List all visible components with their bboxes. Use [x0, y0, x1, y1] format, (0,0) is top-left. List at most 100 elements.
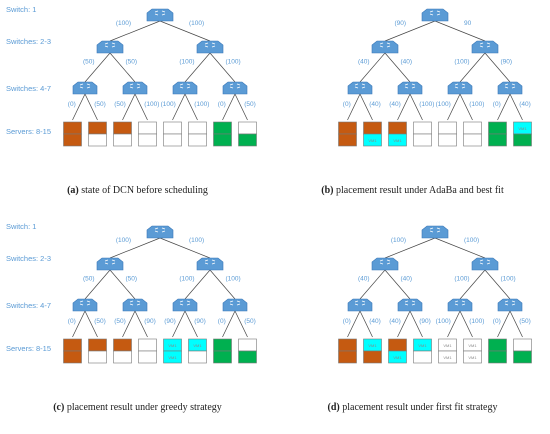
server-slot-top [413, 121, 432, 135]
bandwidth-label: (0) [493, 101, 501, 108]
server-icon [213, 338, 232, 364]
bandwidth-label: (50) [126, 59, 138, 66]
server-slot-bottom [163, 350, 182, 364]
link-agg-edge [459, 52, 486, 83]
server-slot-bottom [363, 350, 382, 364]
server-icon [338, 121, 357, 147]
link-edge-server [509, 310, 523, 338]
switch-icon [371, 40, 399, 54]
server-icon [88, 338, 107, 364]
server-slot-bottom [113, 133, 132, 147]
server-icon [338, 338, 357, 364]
bandwidth-label: (50) [114, 101, 126, 108]
link-agg-edge [184, 269, 211, 300]
bandwidth-label: (100) [469, 318, 484, 325]
server-slot-bottom [363, 133, 382, 147]
bandwidth-label: (0) [343, 318, 351, 325]
link-edge-server [234, 93, 248, 121]
server-slot-top [213, 121, 232, 135]
slot-label: VM1 [368, 343, 377, 348]
panel-caption: (b) placement result under AdaBa and bes… [321, 185, 504, 196]
switch-icon [96, 40, 124, 54]
server-slot-bottom [213, 133, 232, 147]
server-slot-top [238, 338, 257, 352]
caption-text: placement result under greedy strategy [64, 402, 221, 413]
server-slot-top [513, 338, 532, 352]
bandwidth-label: (100) [179, 276, 194, 283]
server-slot-top [213, 338, 232, 352]
panel-caption: (c) placement result under greedy strate… [53, 402, 222, 413]
caption-text: state of DCN before scheduling [79, 185, 208, 196]
bandwidth-label: (0) [68, 318, 76, 325]
bandwidth-label: (100) [469, 101, 484, 108]
link-agg-edge [109, 52, 136, 83]
switch-icon [371, 257, 399, 271]
server-icon [238, 338, 257, 364]
server-icon [63, 121, 82, 147]
link-edge-server [72, 310, 86, 338]
bandwidth-label: (0) [68, 101, 76, 108]
bandwidth-label: (50) [244, 318, 256, 325]
tree-edges [72, 237, 248, 338]
bandwidth-labels: (100)(100)(50)(50)(100)(100)(0)(50)(50)(… [68, 237, 256, 325]
server-icon [413, 121, 432, 147]
bandwidth-label: (100) [161, 101, 176, 108]
server-slot-bottom [138, 133, 157, 147]
link-edge-server [72, 93, 86, 121]
server-icon [113, 121, 132, 147]
bandwidth-label: (0) [218, 318, 226, 325]
bandwidth-label: (40) [519, 101, 531, 108]
slot-label: VM1 [193, 343, 202, 348]
link-core-agg [109, 237, 161, 259]
switch-icon [421, 225, 449, 239]
panel-b: (90)90(40)(40)(100)(90)(0)(40)(40)(100)(… [321, 8, 532, 196]
caption-letter: (c) [53, 402, 64, 413]
server-slot-bottom [463, 133, 482, 147]
bandwidth-label: (100) [116, 20, 131, 27]
bandwidth-label: 90 [464, 20, 472, 27]
bandwidth-label: (90) [501, 59, 513, 66]
bandwidth-label: (90) [419, 318, 431, 325]
bandwidth-labels: (100)(100)(40)(40)(100)(100)(0)(40)(40)(… [343, 237, 531, 325]
server-slot-top [188, 121, 207, 135]
switch-icon [397, 81, 423, 95]
bandwidth-label: (90) [394, 20, 406, 27]
link-core-agg [384, 237, 436, 259]
bandwidth-label: (100) [464, 237, 479, 244]
bandwidth-label: (90) [194, 318, 206, 325]
level-label: Servers: 8-15 [6, 344, 51, 353]
link-core-agg [109, 20, 161, 42]
server-icon: VM1 [188, 338, 207, 364]
slot-label: VM1 [393, 355, 402, 360]
switch-icon [497, 298, 523, 312]
switch-icon [497, 81, 523, 95]
link-agg-edge [209, 52, 236, 83]
bandwidth-label: (40) [389, 101, 401, 108]
switch-icon [196, 40, 224, 54]
link-edge-server [184, 310, 198, 338]
bandwidth-label: (100) [436, 318, 451, 325]
link-agg-edge [359, 269, 386, 300]
switch-icon [96, 257, 124, 271]
slot-label: VM1 [443, 343, 452, 348]
bandwidth-label: (50) [114, 318, 126, 325]
link-agg-edge [459, 269, 486, 300]
link-core-agg [159, 20, 211, 42]
link-edge-server [184, 93, 198, 121]
server-icon: VM1 [363, 338, 382, 364]
server-slot-top [113, 338, 132, 352]
switch-icon [122, 298, 148, 312]
server-slot-top [488, 338, 507, 352]
server-slot-bottom [88, 133, 107, 147]
bandwidth-label: (90) [164, 318, 176, 325]
switch-icon [222, 81, 248, 95]
server-slot-bottom [63, 133, 82, 147]
server-icon [138, 121, 157, 147]
panel-caption: (d) placement result under first fit str… [328, 402, 498, 413]
level-label: Switches: 4-7 [6, 301, 51, 310]
bandwidth-label: (100) [116, 237, 131, 244]
caption-letter: (b) [321, 185, 333, 196]
bandwidth-label: (100) [179, 59, 194, 66]
